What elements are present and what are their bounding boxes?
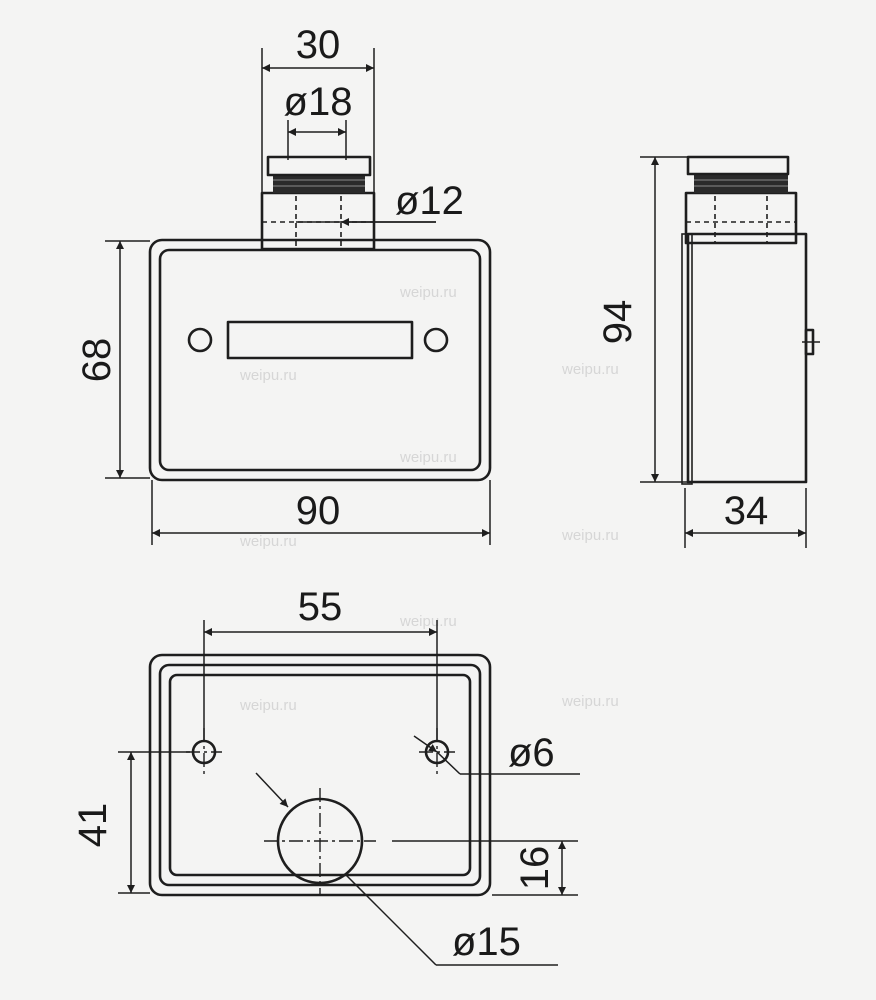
front-thread xyxy=(273,175,365,193)
side-view: 94 34 xyxy=(596,155,820,548)
dim-label-hole: ø6 xyxy=(508,731,555,775)
front-slot xyxy=(226,320,414,360)
watermark-text: weipu.ru xyxy=(561,361,619,378)
dim-label-depth: 34 xyxy=(724,489,769,533)
dim-label-offset: 41 xyxy=(71,803,115,848)
side-thread xyxy=(694,174,788,193)
side-cap xyxy=(686,155,790,176)
watermark-text: weipu.ru xyxy=(239,697,297,714)
leader-arrow-bore xyxy=(255,772,289,808)
front-body-outer xyxy=(148,238,492,482)
front-body-inner xyxy=(158,248,482,472)
front-cap xyxy=(266,155,372,177)
leader-line-bore xyxy=(344,873,437,966)
watermark-text: weipu.ru xyxy=(239,367,297,384)
dim-label-hole-spacing: 55 xyxy=(298,585,343,629)
watermark-text: weipu.ru xyxy=(561,693,619,710)
watermarks: weipu.ru weipu.ru weipu.ru weipu.ru weip… xyxy=(239,284,619,714)
dim-label-bore: ø15 xyxy=(452,920,521,964)
front-view: 30 ø18 ø12 68 90 xyxy=(75,23,492,545)
side-body xyxy=(686,232,808,484)
leader-line-hole xyxy=(436,751,461,775)
front-hole-left xyxy=(187,327,213,353)
dim-label-width-top: 30 xyxy=(296,23,341,67)
side-neck xyxy=(684,191,798,245)
dim-label-width: 90 xyxy=(296,489,341,533)
bottom-body-mid xyxy=(158,663,482,887)
watermark-text: weipu.ru xyxy=(399,613,457,630)
dim-label-center-offset: 16 xyxy=(513,846,557,891)
watermark-text: weipu.ru xyxy=(561,527,619,544)
dim-label-thread: ø18 xyxy=(284,80,353,124)
dim-label-side-height: 94 xyxy=(596,300,640,345)
front-hole-right xyxy=(423,327,449,353)
watermark-text: weipu.ru xyxy=(399,284,457,301)
watermark-text: weipu.ru xyxy=(399,449,457,466)
dim-label-pin: ø12 xyxy=(395,179,464,223)
dim-label-height: 68 xyxy=(75,338,119,383)
bottom-view: 55 ø6 41 16 ø15 xyxy=(71,585,580,966)
leader-arrow-hole xyxy=(413,735,438,753)
watermark-text: weipu.ru xyxy=(239,533,297,550)
